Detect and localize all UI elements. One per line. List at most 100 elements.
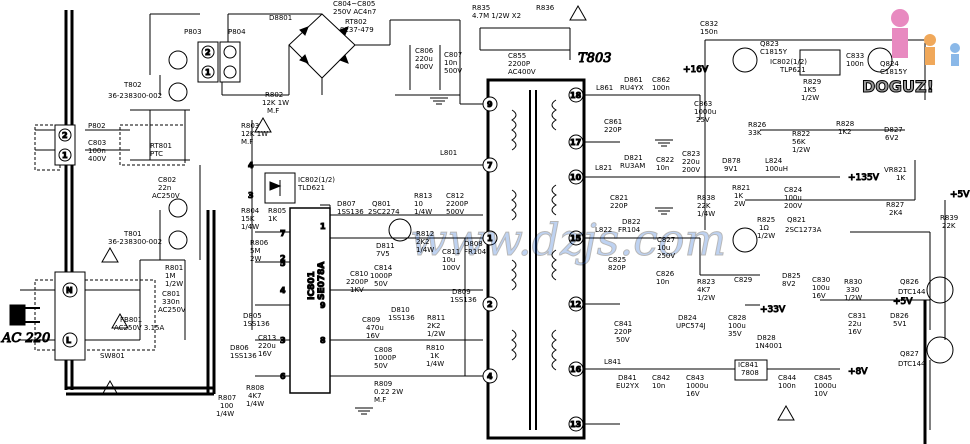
label-q824-val: C1815Y bbox=[880, 68, 908, 76]
pin-ac-l: L bbox=[66, 336, 71, 345]
label-r838-val: 22K bbox=[697, 202, 711, 210]
label-r802-val: 12K 1W bbox=[262, 99, 289, 107]
label-r828: R828 bbox=[836, 120, 854, 128]
label-r825: R825 bbox=[757, 216, 775, 224]
label-vr821-val: 1K bbox=[896, 174, 905, 182]
label-l841: L841 bbox=[604, 358, 621, 366]
line-filters bbox=[168, 50, 188, 250]
label-r838: R838 bbox=[697, 194, 715, 202]
label-d809: D809 bbox=[452, 288, 471, 296]
pin-t-17: 17 bbox=[570, 138, 581, 147]
label-c845-val: 1000u bbox=[814, 382, 836, 390]
label-d861-val: RU4YX bbox=[620, 84, 644, 92]
label-r807-watt: 1/4W bbox=[216, 410, 234, 418]
label-c825: C825 bbox=[608, 256, 626, 264]
label-d828-val: 1N4001 bbox=[755, 342, 783, 350]
label-c807-val: 10n bbox=[444, 59, 457, 67]
label-c809: C809 bbox=[362, 316, 380, 324]
label-r839: R839 bbox=[940, 214, 958, 222]
label-c814-val: 1000P bbox=[370, 272, 392, 280]
label-c845: C845 bbox=[814, 374, 832, 382]
label-c812-val: 2200P bbox=[446, 200, 468, 208]
label-c804: C804~C805 bbox=[333, 0, 375, 8]
label-q801-val: 2SC2274 bbox=[368, 208, 400, 216]
label-r803: R803 bbox=[241, 122, 259, 130]
label-c855: C855 bbox=[508, 52, 526, 60]
label-d826-val: 5V1 bbox=[893, 320, 907, 328]
label-d878: D878 bbox=[722, 157, 741, 165]
pin-t-9: 9 bbox=[487, 100, 493, 109]
label-c861-val: 220P bbox=[604, 126, 622, 134]
label-r822: R822 bbox=[792, 130, 810, 138]
label-c809-val: 470u bbox=[366, 324, 384, 332]
pin-ic-4b: 4 bbox=[280, 286, 286, 295]
label-c843-val: 1000u bbox=[686, 382, 708, 390]
label-d808: D808 bbox=[464, 240, 483, 248]
label-r809-type: M.F bbox=[374, 396, 386, 404]
label-r830: R830 bbox=[844, 278, 862, 286]
label-c825-val: 820P bbox=[608, 264, 626, 272]
label-r803-type: M.F bbox=[241, 138, 253, 146]
label-c806: C806 bbox=[415, 47, 434, 55]
voltage-5v-a: +5V bbox=[950, 190, 970, 200]
label-c826: C826 bbox=[656, 270, 675, 278]
component-labels: D8801 C804~C805 250V AC4n7 RT802 S237-47… bbox=[88, 0, 958, 418]
label-r805: R805 bbox=[268, 207, 286, 215]
label-sw801: SW801 bbox=[100, 352, 125, 360]
label-d827: D827 bbox=[884, 126, 903, 134]
label-rt802-val: S237-479 bbox=[340, 26, 374, 34]
label-r802-type: M.F bbox=[267, 107, 279, 115]
voltage-5v-b: +5V bbox=[893, 297, 913, 307]
label-d841-val: EU2YX bbox=[616, 382, 639, 390]
label-c831-volt: 16V bbox=[848, 328, 862, 336]
label-r828-val: 1K2 bbox=[838, 128, 852, 136]
label-c808: C808 bbox=[374, 346, 392, 354]
label-ic802b: IC802(1/2) bbox=[770, 58, 807, 66]
label-r806: R806 bbox=[250, 239, 269, 247]
label-r825-val: 1Ω bbox=[759, 224, 769, 232]
label-l821: L821 bbox=[595, 164, 612, 172]
label-c802-val: 22n bbox=[158, 184, 171, 192]
label-c808-val: 1000P bbox=[374, 354, 396, 362]
label-r821-val: 1K bbox=[734, 192, 743, 200]
label-d807: D807 bbox=[337, 200, 356, 208]
label-c807-volt: 500V bbox=[444, 67, 462, 75]
label-d806: D806 bbox=[230, 344, 249, 352]
label-c801: C801 bbox=[162, 290, 180, 298]
pin-t-7: 7 bbox=[487, 161, 493, 170]
label-r838-watt: 1/4W bbox=[697, 210, 715, 218]
label-c806-volt: 400V bbox=[415, 63, 433, 71]
label-r826: R826 bbox=[748, 121, 767, 129]
label-r803-val: 12K 1W bbox=[241, 130, 268, 138]
label-l822: L822 bbox=[595, 226, 612, 234]
label-c832-val: 150n bbox=[700, 28, 718, 36]
pin-t-10: 10 bbox=[570, 173, 582, 182]
pin-p803-2: 2 bbox=[205, 48, 211, 57]
label-r822-val: 56K bbox=[792, 138, 806, 146]
label-c809-volt: 16V bbox=[366, 332, 380, 340]
label-fb801: FB801 bbox=[120, 316, 142, 324]
pin-ic-6: 6 bbox=[280, 372, 286, 381]
label-d808-val: FR104 bbox=[464, 248, 487, 256]
label-r813-watt: 1/4W bbox=[414, 208, 432, 216]
label-r804-watt: 1/4W bbox=[241, 223, 259, 231]
label-c833-val: 100n bbox=[846, 60, 864, 68]
pin-ic-2: 2 bbox=[280, 254, 286, 263]
ac-plug bbox=[9, 304, 40, 326]
label-r804-val: 15K bbox=[241, 215, 255, 223]
pin-ic-1: 1 bbox=[320, 222, 326, 231]
label-r809-val: 0.22 2W bbox=[374, 388, 403, 396]
label-d822-val: FR104 bbox=[618, 226, 641, 234]
label-r823: R823 bbox=[697, 278, 715, 286]
label-c845-volt: 10V bbox=[814, 390, 828, 398]
label-fb801-val: AC250V 3.15A bbox=[114, 324, 165, 332]
label-r813: R813 bbox=[414, 192, 432, 200]
label-q823: Q823 bbox=[760, 40, 779, 48]
label-ic802a-val: TLD621 bbox=[297, 184, 325, 192]
pin-t-18: 18 bbox=[570, 91, 582, 100]
label-d826: D826 bbox=[890, 312, 909, 320]
label-l824: L824 bbox=[765, 157, 783, 165]
brand-text: DOGUZ! bbox=[862, 77, 934, 96]
optocoupler-primary bbox=[264, 172, 296, 204]
